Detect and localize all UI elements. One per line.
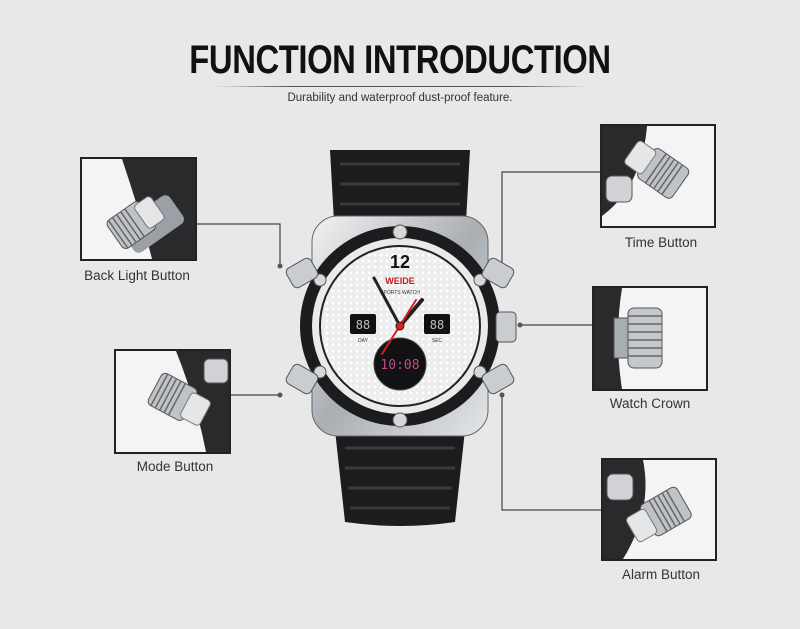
leader-dot-back-light (277, 263, 283, 269)
watch-strap-bottom (335, 430, 465, 526)
watch-brand: WEIDE (385, 276, 415, 286)
back-light-button-label: Back Light Button (84, 268, 190, 283)
leader-dot-crown (517, 322, 523, 328)
watch-crown-callout (592, 286, 708, 391)
watch-crown-closeup (594, 288, 663, 389)
mode-button-closeup (147, 351, 229, 452)
leader-back-light (196, 223, 281, 266)
hour-hand (398, 298, 424, 328)
leader-time (501, 171, 601, 266)
main-lcd (373, 337, 427, 391)
right-subdial-lcd (424, 314, 450, 334)
time-button-closeup (602, 126, 690, 216)
watch-illustration: 12 WEIDE SPORTS WATCH 88 DAY 88 SEC 10:0… (285, 150, 517, 526)
back-light-pusher (285, 257, 319, 289)
alarm-button-label: Alarm Button (621, 567, 701, 582)
sec-label: SEC (432, 338, 443, 344)
left-subdial-value: 88 (356, 318, 370, 332)
hand-pivot (395, 321, 405, 331)
watch-tagline: SPORTS WATCH (380, 290, 420, 296)
alarm-pusher (481, 363, 515, 395)
mode-button-callout (114, 349, 231, 454)
leader-dot-alarm (499, 392, 505, 398)
left-subdial-lcd (350, 314, 376, 334)
minute-hand (372, 276, 402, 328)
time-button-label: Time Button (624, 235, 698, 250)
back-light-button-callout (80, 157, 197, 261)
mode-pusher (285, 363, 319, 395)
leader-alarm (501, 395, 602, 511)
page-subtitle: Durability and waterproof dust-proof fea… (287, 92, 513, 104)
time-button-callout (600, 124, 716, 228)
leader-dot-mode (277, 392, 283, 398)
day-label: DAY (358, 338, 369, 344)
alarm-button-closeup (603, 460, 692, 559)
page-title: FUNCTION INTRODUCTION (189, 38, 611, 82)
alarm-button-callout (601, 458, 717, 561)
back-light-button-closeup (106, 159, 195, 259)
watch-crown-label: Watch Crown (609, 396, 691, 411)
bezel-screw (392, 224, 408, 240)
mode-button-label: Mode Button (136, 459, 214, 474)
right-subdial-value: 88 (430, 318, 444, 332)
bezel-screw (392, 412, 408, 428)
crown (495, 311, 517, 343)
title-divider (215, 86, 587, 87)
hour-12-marker: 12 (390, 252, 410, 272)
time-pusher (481, 257, 515, 289)
main-lcd-time: 10:08 (380, 358, 419, 373)
